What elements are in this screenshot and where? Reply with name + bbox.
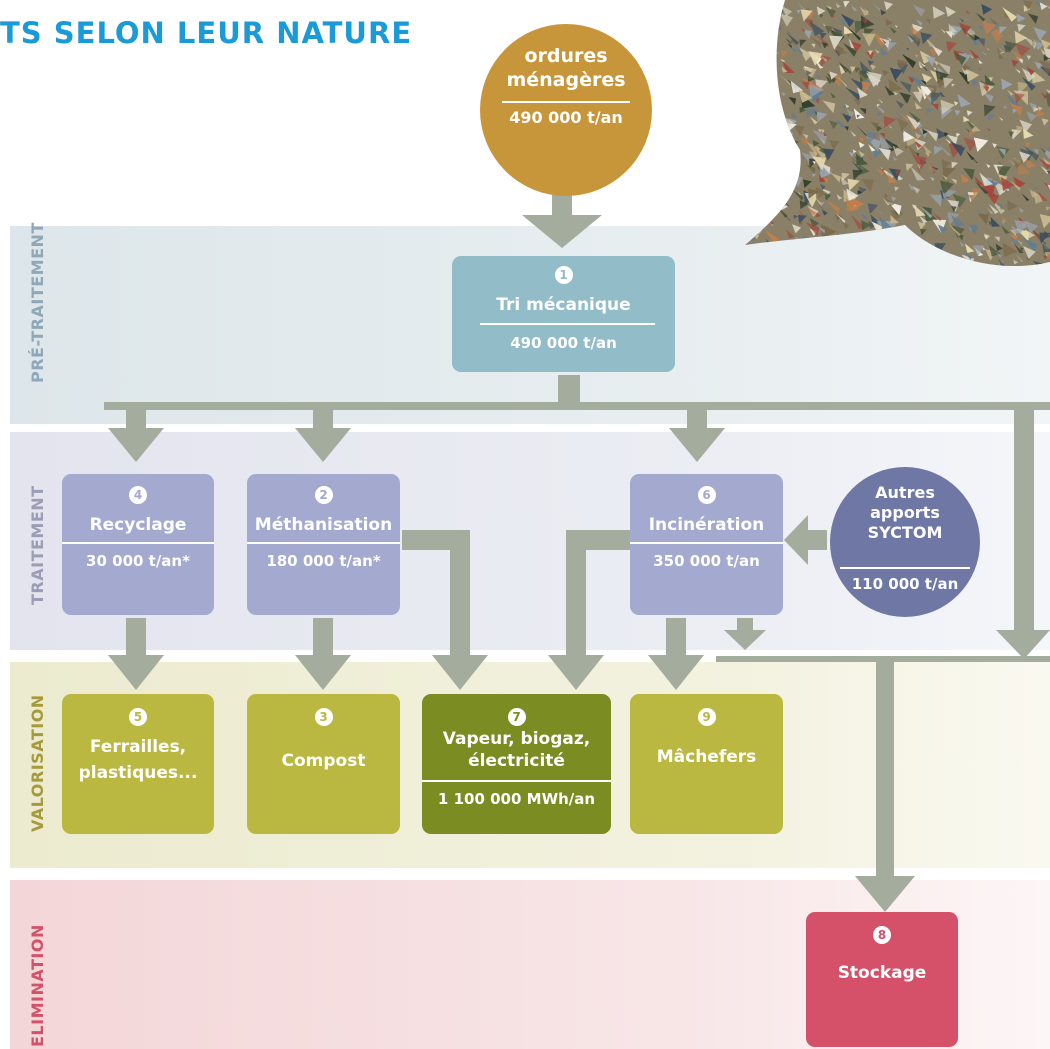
vapeur-line2: électricité: [468, 751, 565, 771]
methanisation-label: Méthanisation: [254, 515, 393, 535]
page-title: TS SELON LEUR NATURE: [0, 16, 413, 50]
node-ferrailles: 5 Ferrailles, plastiques...: [62, 694, 214, 834]
tri-number: 1: [554, 266, 573, 284]
stockage-label: Stockage: [837, 963, 927, 983]
incineration-divider: [630, 542, 783, 544]
source-divider: [502, 101, 630, 103]
source-line1: ordures: [524, 45, 608, 67]
ferrailles-line1: Ferrailles,: [89, 737, 187, 757]
autres-divider: [840, 567, 970, 569]
waste-photo: [745, 0, 1050, 268]
node-incineration: 6 Incinération 350 000 t/an: [630, 474, 783, 615]
recyclage-number: 4: [129, 486, 147, 504]
autres-value: 110 000 t/an: [851, 575, 959, 593]
recyclage-value: 30 000 t/an*: [86, 552, 190, 570]
node-recyclage: 4 Recyclage 30 000 t/an*: [62, 474, 214, 615]
incineration-label: Incinération: [648, 515, 765, 535]
tri-value: 490 000 t/an: [510, 334, 617, 352]
recyclage-label: Recyclage: [89, 515, 187, 535]
machefers-label: Mâchefers: [656, 747, 757, 767]
source-line2: ménagères: [506, 69, 626, 91]
node-methanisation: 2 Méthanisation 180 000 t/an*: [247, 474, 400, 615]
compost-number: 3: [314, 708, 333, 726]
incineration-value: 350 000 t/an: [653, 552, 760, 570]
node-machefers: 9 Mâchefers: [630, 694, 783, 834]
methanisation-divider: [247, 542, 400, 544]
machefers-number: 9: [697, 708, 716, 726]
methanisation-number: 2: [314, 486, 333, 504]
vapeur-value: 1 100 000 MWh/an: [437, 790, 596, 808]
autres-line2: apports: [870, 503, 940, 522]
vapeur-divider: [422, 780, 611, 782]
node-ordures-menageres: ordures ménagères 490 000 t/an: [480, 24, 652, 196]
tri-label: Tri mécanique: [496, 295, 631, 315]
node-compost: 3 Compost: [247, 694, 400, 834]
tri-divider: [480, 323, 655, 325]
autres-line1: Autres: [875, 483, 935, 502]
compost-label: Compost: [281, 751, 366, 771]
autres-line3: SYCTOM: [867, 523, 943, 542]
source-value: 490 000 t/an: [509, 108, 623, 127]
node-autres-apports: Autres apports SYCTOM 110 000 t/an: [830, 467, 980, 617]
methanisation-value: 180 000 t/an*: [266, 552, 381, 570]
node-stockage: 8 Stockage: [806, 912, 958, 1047]
ferrailles-line2: plastiques...: [78, 763, 198, 783]
node-tri-mecanique: 1 Tri mécanique 490 000 t/an: [452, 256, 675, 372]
vapeur-number: 7: [507, 708, 526, 726]
recyclage-divider: [62, 542, 214, 544]
vapeur-line1: Vapeur, biogaz,: [442, 729, 591, 749]
incineration-number: 6: [697, 486, 716, 504]
stockage-number: 8: [873, 926, 891, 944]
ferrailles-number: 5: [129, 708, 147, 726]
node-vapeur: 7 Vapeur, biogaz, électricité 1 100 000 …: [422, 694, 611, 834]
